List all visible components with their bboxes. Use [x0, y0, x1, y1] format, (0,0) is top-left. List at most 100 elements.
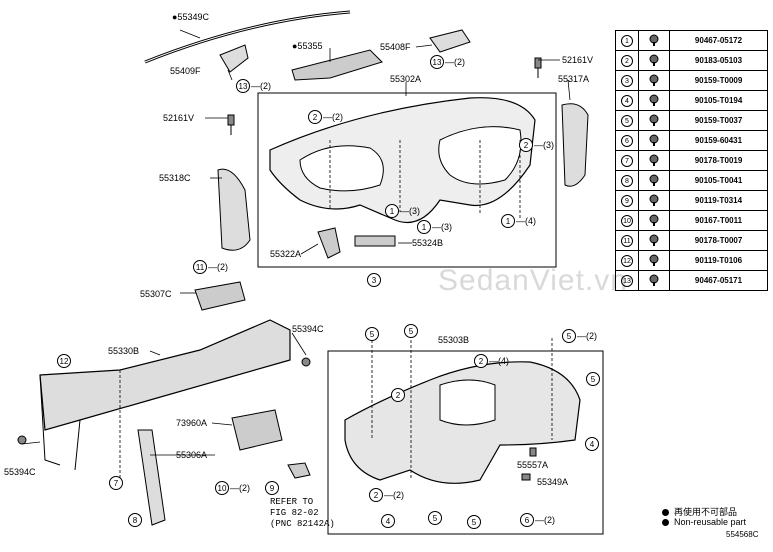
fastener-legend: 1 90467-05172 2 90183-05103 3 90159-T0009 4 901… — [615, 30, 768, 291]
legend-num: 12 — [615, 250, 639, 271]
callout-13b: 13 — [430, 55, 444, 69]
legend-part-number: 90178-T0007 — [669, 230, 768, 251]
label-55408F: 55408F — [380, 42, 411, 52]
legend-part-number: 90105-T0041 — [669, 170, 768, 191]
callout-7: 7 — [109, 476, 123, 490]
note-jp-text: 再使用不可部品 — [674, 507, 738, 517]
bracket-55409F — [219, 44, 249, 73]
callout-2b-qty: —(3) — [534, 140, 554, 150]
non-reusable-dot-icon — [662, 519, 669, 527]
label-55302A: 55302A — [390, 74, 422, 84]
label-55355: ●55355 — [292, 41, 323, 51]
callout-3: 3 — [367, 273, 381, 287]
legend-num: 6 — [615, 130, 639, 151]
callout-5a: 5 — [365, 327, 379, 341]
bolt-55394C-bottom — [17, 435, 27, 445]
legend-num-circle: 4 — [621, 94, 633, 107]
bolt-icon — [638, 90, 670, 111]
legend-num-circle: 7 — [621, 154, 633, 167]
callout-2c-qty: —(4) — [489, 356, 509, 366]
legend-row: 2 90183-05103 — [615, 50, 768, 71]
bolt-55394C-top — [301, 357, 311, 367]
diagram-code: 554568C — [726, 530, 759, 539]
label-55317A: 55317A — [558, 74, 590, 84]
nut-icon — [638, 230, 670, 251]
dashed-leaders — [119, 140, 553, 480]
legend-part-number: 90159-60431 — [669, 130, 768, 151]
legend-num: 3 — [615, 70, 639, 91]
screw-icon — [638, 110, 670, 131]
callout-5f: 5 — [467, 515, 481, 529]
legend-num: 2 — [615, 50, 639, 71]
callout-11: 11 — [193, 260, 207, 274]
callout-2b: 2 — [519, 138, 533, 152]
refer-part — [287, 462, 311, 479]
label-55307C: 55307C — [140, 289, 172, 299]
legend-row: 6 90159-60431 — [615, 130, 768, 151]
label-55306A: 55306A — [176, 450, 208, 460]
callout-1b-qty: —(3) — [432, 222, 452, 232]
legend-num-circle: 10 — [621, 214, 633, 227]
label-73960A: 73960A — [176, 418, 208, 428]
callout-2a: 2 — [308, 110, 322, 124]
screw-icon — [638, 70, 670, 91]
callout-1b: 1 — [417, 220, 431, 234]
callout-11-qty: —(2) — [208, 262, 228, 272]
callout-1c: 1 — [501, 214, 515, 228]
part-55557A — [529, 447, 537, 457]
callout-1a: 1 — [385, 204, 399, 218]
non-reusable-dot-icon — [662, 509, 669, 517]
bracket-55307C — [194, 281, 246, 311]
legend-part-number: 90119-T0106 — [669, 250, 768, 271]
label-55324B: 55324B — [412, 238, 444, 248]
callout-5d: 5 — [586, 372, 600, 386]
bolt-icon — [638, 210, 670, 231]
legend-row: 11 90178-T0007 — [615, 230, 768, 251]
callout-5c-qty: —(2) — [577, 331, 597, 341]
callout-5e: 5 — [428, 511, 442, 525]
label-55303B: 55303B — [438, 335, 470, 345]
bracket-55322A — [317, 227, 341, 259]
callout-13a: 13 — [236, 79, 250, 93]
callout-2e: 2 — [369, 488, 383, 502]
callout-1a-qty: —(3) — [400, 206, 420, 216]
legend-num-circle: 9 — [621, 194, 633, 207]
callout-8: 8 — [128, 513, 142, 527]
callout-4a: 4 — [585, 437, 599, 451]
part-55349A — [521, 473, 531, 481]
label-55394C-top: 55394C — [292, 324, 324, 334]
legend-part-number: 90467-05172 — [669, 30, 768, 51]
side-panel-55317A — [561, 103, 589, 187]
clip-52161V-left — [227, 114, 235, 135]
legend-num-circle: 6 — [621, 134, 633, 147]
brace-55306A — [137, 429, 166, 526]
reinforcement-55330B — [39, 319, 291, 431]
legend-part-number: 90183-05103 — [669, 50, 768, 71]
legend-num-circle: 11 — [621, 234, 633, 247]
note-en: Non-reusable part — [662, 517, 746, 527]
label-refer: REFER TO — [270, 497, 314, 507]
callout-1c-qty: —(4) — [516, 216, 536, 226]
callout-10-qty: —(2) — [230, 483, 250, 493]
legend-num-circle: 1 — [621, 34, 633, 47]
legend-num-circle: 13 — [621, 274, 633, 287]
clip-icon — [638, 270, 670, 291]
nut-icon — [638, 150, 670, 171]
bolt-icon — [638, 170, 670, 191]
legend-part-number: 90159-T0037 — [669, 110, 768, 131]
legend-num: 10 — [615, 210, 639, 231]
legend-row: 1 90467-05172 — [615, 30, 768, 51]
legend-num-circle: 2 — [621, 54, 633, 67]
label-55349C: ●55349C — [172, 12, 209, 22]
label-52161V-left: 52161V — [163, 113, 195, 123]
callout-2e-qty: —(2) — [384, 490, 404, 500]
label-55394C-bottom: 55394C — [4, 467, 36, 477]
label-55322A: 55322A — [270, 249, 302, 259]
legend-part-number: 90159-T0009 — [669, 70, 768, 91]
callout-10: 10 — [215, 481, 229, 495]
bolt-icon — [638, 190, 670, 211]
label-pnc: (PNC 82142A) — [270, 519, 335, 529]
